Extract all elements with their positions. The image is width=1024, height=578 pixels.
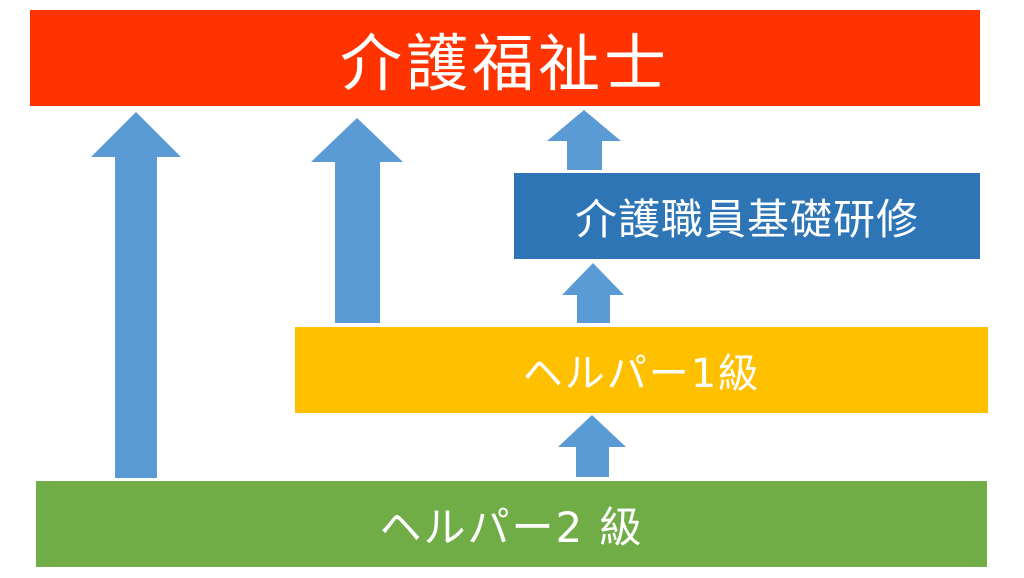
box-kihon-kenshu-label: 介護職員基礎研修 bbox=[574, 194, 919, 244]
box-kaigo-fukushishi-label: 介護福祉士 bbox=[339, 27, 670, 100]
box-helper-1-label: ヘルパー1級 bbox=[522, 351, 761, 397]
box-helper-1: ヘルパー1級 bbox=[295, 327, 988, 413]
arrow-helper2-to-kaigo-fukushishi bbox=[91, 112, 181, 478]
box-kihon-kenshu: 介護職員基礎研修 bbox=[514, 173, 980, 259]
arrow-helper1-to-kaigo-fukushishi bbox=[311, 118, 403, 323]
box-kaigo-fukushishi: 介護福祉士 bbox=[30, 10, 980, 106]
arrow-helper1-to-kihon-kenshu bbox=[562, 263, 624, 323]
arrow-kihon-to-kaigo-fukushishi bbox=[547, 110, 621, 170]
arrow-helper2-to-helper1 bbox=[558, 415, 626, 477]
box-helper-2-label: ヘルパー2 級 bbox=[379, 502, 644, 552]
box-helper-2: ヘルパー2 級 bbox=[36, 481, 987, 567]
